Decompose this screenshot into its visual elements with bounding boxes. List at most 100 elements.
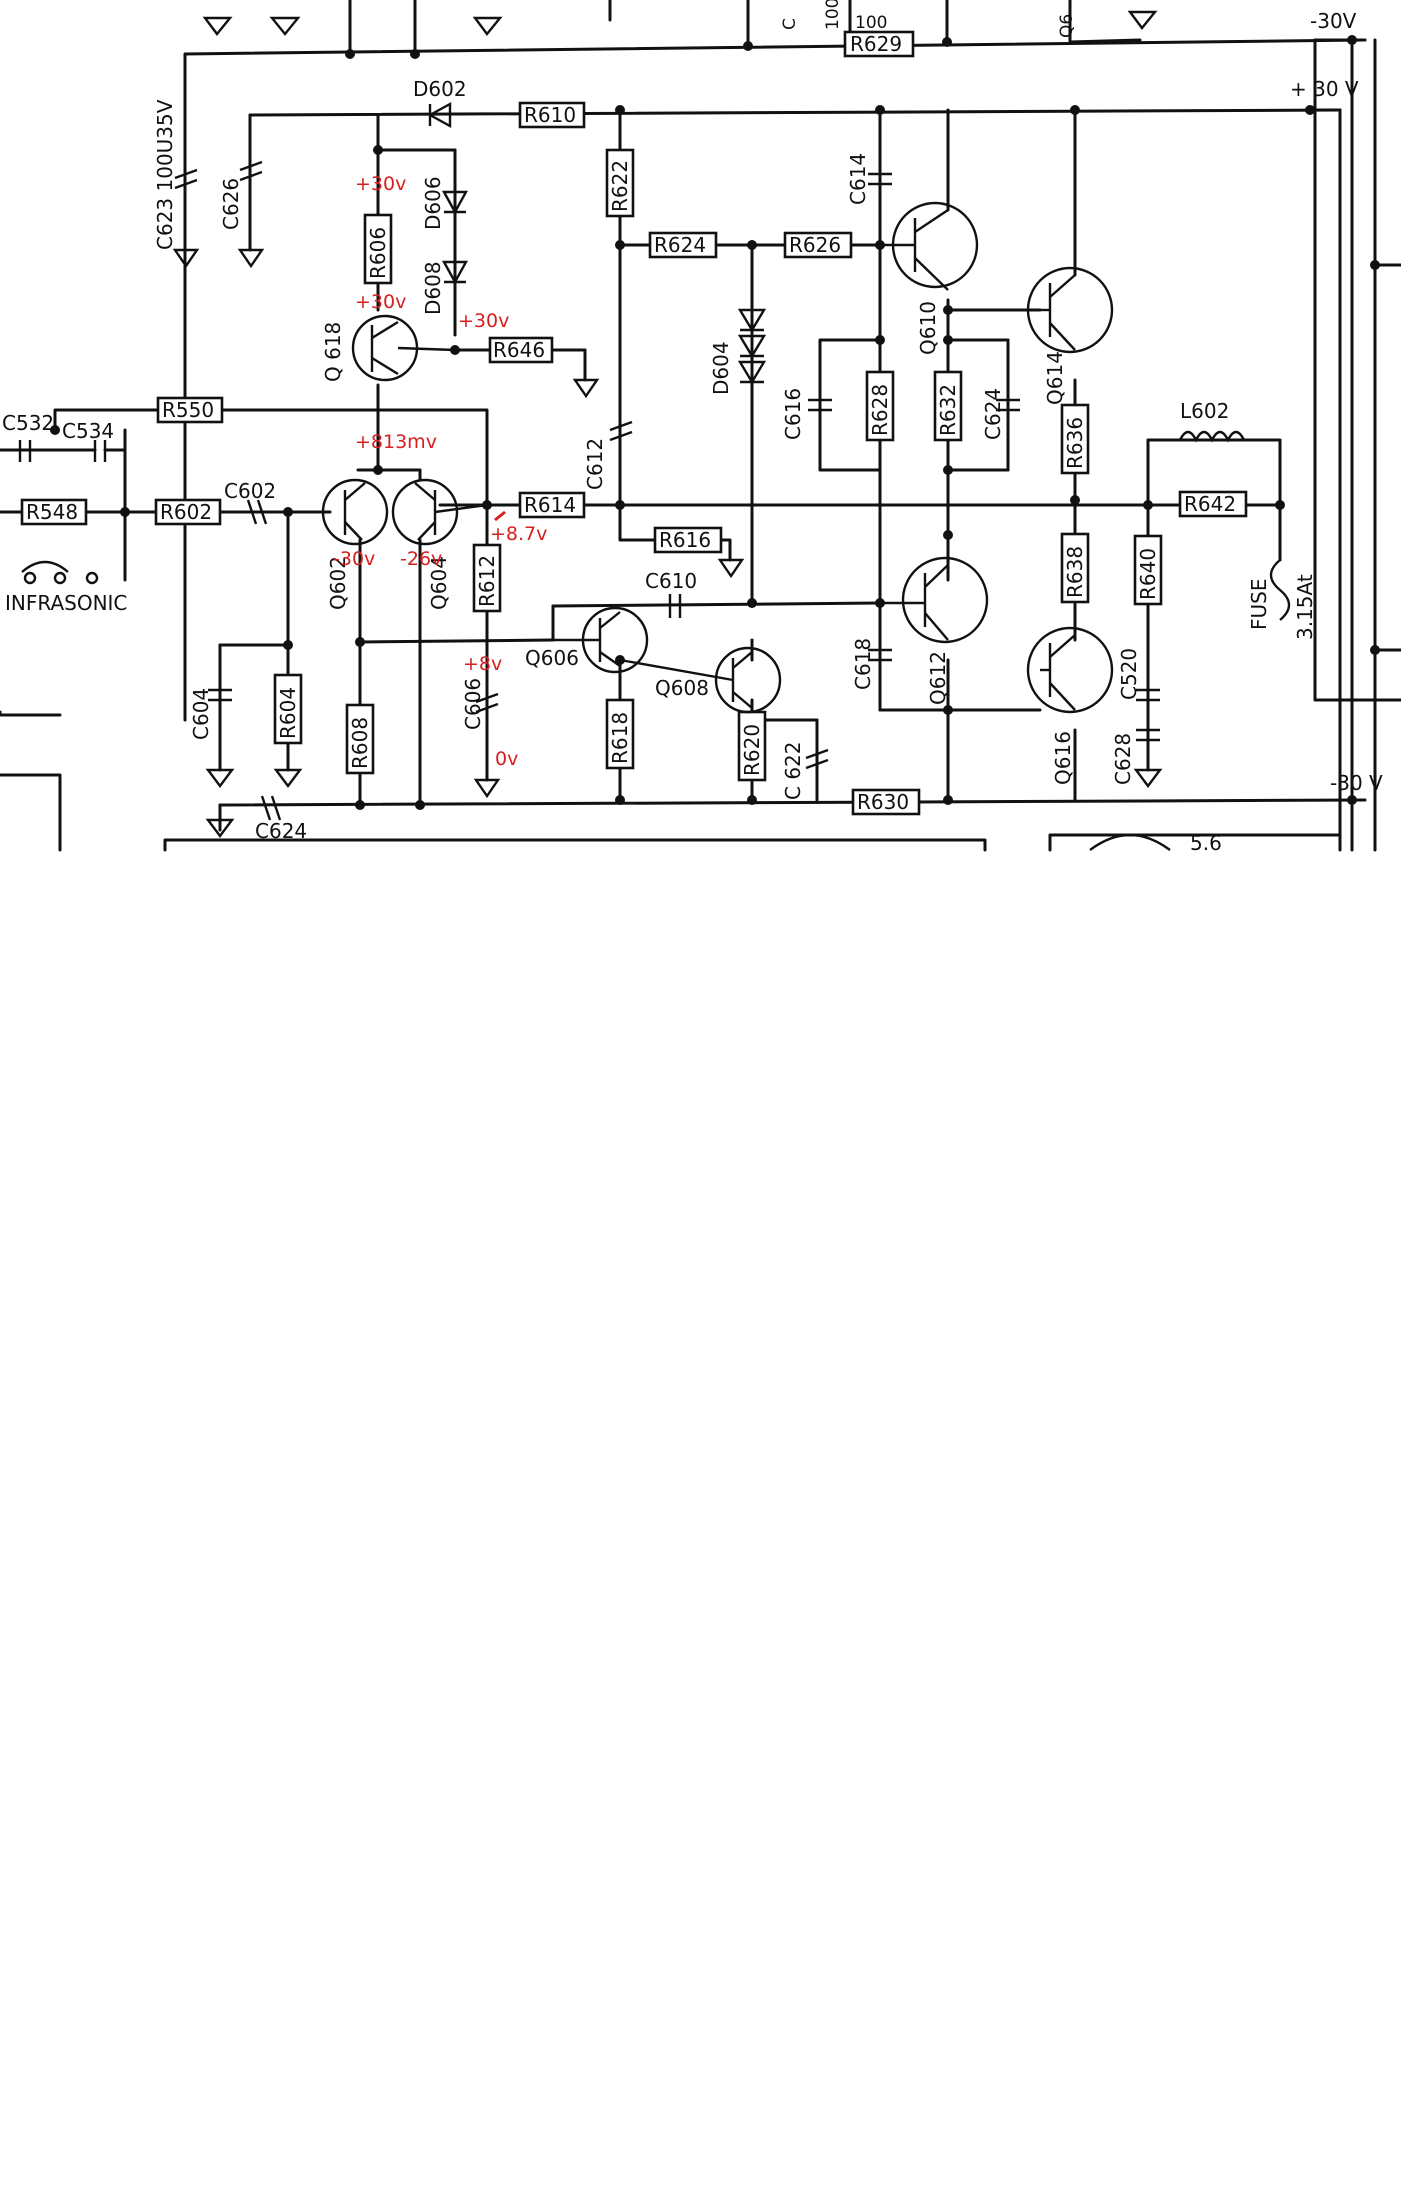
capacitor-C626: C626 [219,113,263,252]
transistor-Q614: Q614 [1026,266,1114,405]
svg-text:FUSE: FUSE [1247,579,1271,630]
resistor-R630: R630 [851,788,921,816]
svg-text:Q 618: Q 618 [321,322,345,382]
svg-text:R624: R624 [654,233,706,257]
transistor-Q604: Q604 [391,478,488,610]
svg-text:C623 100U35V: C623 100U35V [153,99,177,250]
resistor-R616: R616 [653,526,723,554]
svg-text:Q610: Q610 [916,301,940,355]
diode-D602: D602 [413,77,467,129]
svg-text:C610: C610 [645,569,697,593]
svg-text:C628: C628 [1111,733,1135,785]
capacitor-C612: C612 [583,420,633,490]
svg-text:C604: C604 [189,688,213,740]
top-c-label: C [780,18,800,30]
capacitor-C534: C534 [62,419,127,462]
svg-text:R618: R618 [608,712,632,764]
resistor-R622: R622 [605,148,635,218]
rail-pos-label: + 30 V [1290,77,1359,101]
capacitor-C624-lower: C624 [255,795,307,843]
resistor-R612: R612 [472,543,502,613]
svg-text:C626: C626 [219,178,243,230]
svg-text:D606: D606 [421,176,445,230]
infrasonic-switch: INFRASONIC [5,560,127,615]
annotation-r646-node: +30v [458,310,509,332]
resistor-R636: R636 [1060,403,1090,475]
svg-text:R626: R626 [789,233,841,257]
value-56-label: 5.6 [1190,831,1222,855]
resistors: R629 R610 R622 R624 R626 R606 R646 R550 [20,30,1248,816]
svg-text:R638: R638 [1063,546,1087,598]
resistor-R610: R610 [518,101,586,129]
resistor-R606: R606 [363,213,393,285]
transistor-Q616: Q616 [1026,626,1114,785]
svg-text:R632: R632 [936,384,960,436]
transistor-Q606: Q606 [525,606,649,674]
svg-text:C624: C624 [255,819,307,843]
inductor-L602: L602 [1178,399,1246,443]
capacitor-C520: C520 [1117,648,1160,702]
capacitor-C606: C606 [461,678,499,730]
transistor-Q612: Q612 [880,556,989,705]
annotation-q618-base: +30v [355,291,406,313]
resistor-R628: R628 [865,370,895,442]
svg-text:Q604: Q604 [427,556,451,610]
capacitor-C614: C614 [846,153,892,205]
resistor-R548: R548 [20,498,88,526]
svg-text:R628: R628 [868,384,892,436]
resistor-R629: R629 [843,30,915,58]
svg-text:R620: R620 [740,724,764,776]
svg-text:R550: R550 [162,398,214,422]
svg-text:INFRASONIC: INFRASONIC [5,591,127,615]
resistor-R640: R640 [1133,534,1163,606]
diode-D606: D606 [421,176,469,230]
diode-D608: D608 [421,260,469,315]
resistor-R624: R624 [648,231,718,259]
svg-text:C606: C606 [461,678,485,730]
svg-text:C618: C618 [851,638,875,690]
svg-text:Q602: Q602 [326,556,350,610]
resistor-R620: R620 [737,710,767,782]
svg-text:C534: C534 [62,419,114,443]
ground-symbols [172,10,1163,838]
bottom-arc [1089,833,1171,851]
capacitor-C628: C628 [1111,728,1160,785]
svg-text:R602: R602 [160,500,212,524]
svg-text:C 622: C 622 [781,742,805,801]
svg-text:R629: R629 [850,32,902,56]
capacitor-C624-upper: C624 [981,388,1020,440]
svg-text:Q614: Q614 [1043,351,1067,405]
resistor-R618: R618 [605,698,635,770]
svg-text:R606: R606 [366,227,390,279]
resistor-R646: R646 [488,336,554,364]
top-100-label: 100 [823,0,843,30]
resistor-R602: R602 [154,498,222,526]
capacitor-C616: C616 [781,388,832,440]
annotation-q618-collector: +30v [355,173,406,195]
svg-text:D602: D602 [413,77,467,101]
svg-text:L602: L602 [1180,399,1229,423]
resistor-R632: R632 [933,370,963,442]
rail-neg-top-label: -30V [1310,9,1357,33]
transistors: Q 618 Q602 Q604 Q606 [321,201,1114,785]
resistor-R642: R642 [1178,490,1248,518]
svg-text:R616: R616 [659,528,711,552]
transistor-Q618: Q 618 [321,314,456,382]
annotation-q604-base: -26v [400,548,442,570]
svg-text:D608: D608 [421,261,445,315]
diode-D604: D604 [709,308,767,395]
svg-text:Q616: Q616 [1051,731,1075,785]
annotation-q602-base: -30v [333,548,375,570]
svg-text:R630: R630 [857,790,909,814]
svg-text:R612: R612 [475,555,499,607]
capacitors: C623 100U35V C626 C614 C612 C616 C624 [2,99,1160,843]
svg-text:Q606: Q606 [525,646,579,670]
svg-text:R604: R604 [276,687,300,739]
svg-text:C602: C602 [224,479,276,503]
value-100-label: 100 [855,13,887,33]
transistor-Q602: Q602 [321,478,389,610]
capacitor-C602: C602 [224,479,276,525]
junctions [50,35,1380,810]
svg-text:Q612: Q612 [926,651,950,705]
resistor-R608: R608 [345,703,375,775]
